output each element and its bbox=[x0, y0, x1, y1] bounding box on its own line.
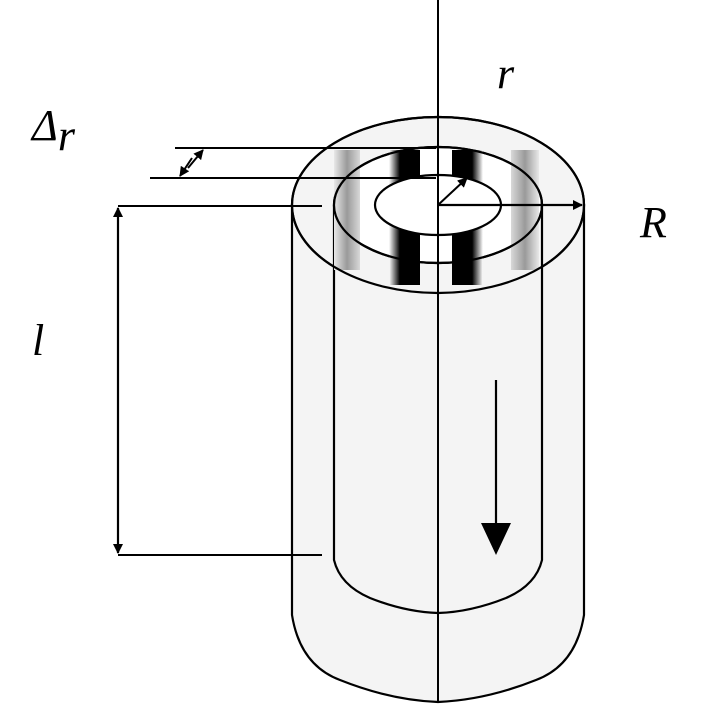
label-r: r bbox=[497, 49, 515, 98]
stripe-grey-right bbox=[511, 150, 539, 270]
label-delta-r: Δr bbox=[30, 101, 76, 160]
radius-r-arrow bbox=[437, 177, 468, 206]
flow-arrow-head bbox=[481, 523, 511, 555]
label-R: R bbox=[639, 198, 667, 247]
label-l: l bbox=[32, 316, 44, 365]
delta-r-arrow-down bbox=[179, 157, 193, 177]
delta-r-arrow-up bbox=[187, 149, 204, 169]
